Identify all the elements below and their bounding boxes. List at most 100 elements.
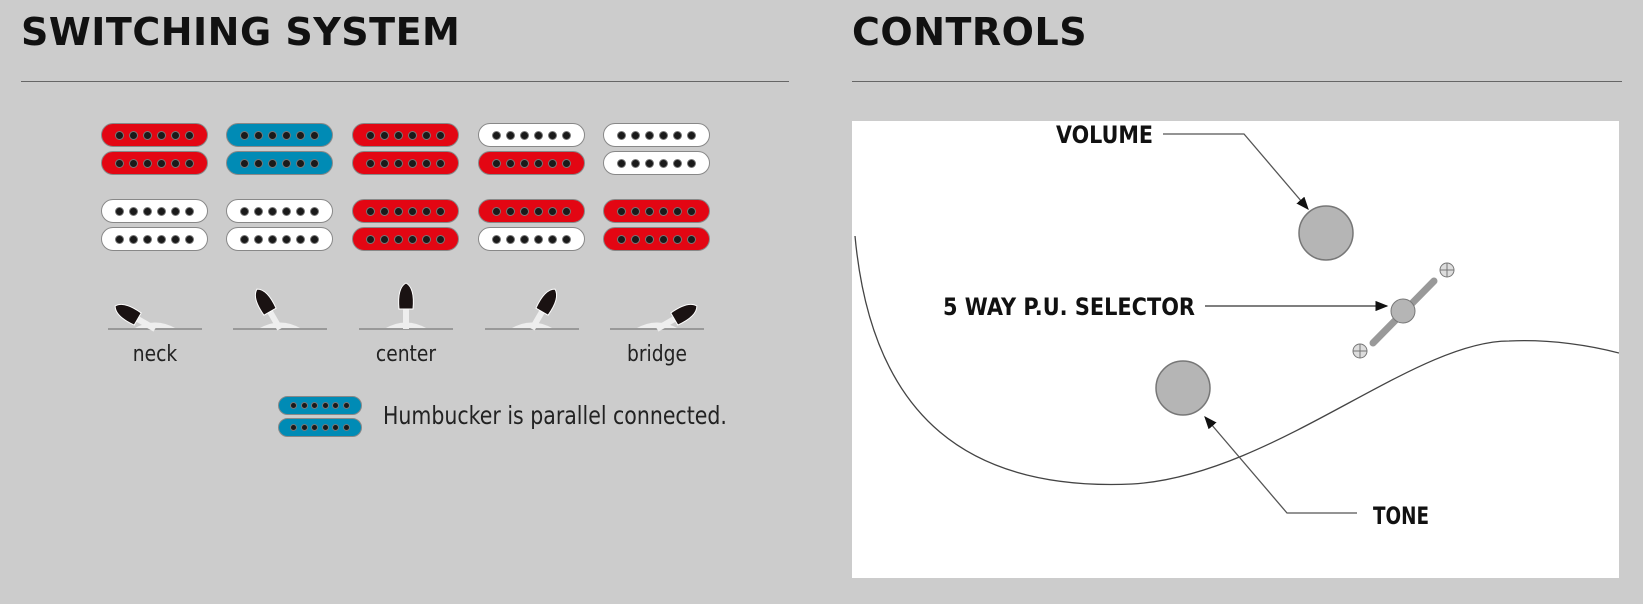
- pole-piece: [254, 130, 263, 140]
- pole-piece: [129, 158, 138, 168]
- pole-piece: [282, 158, 291, 168]
- pole-piece: [617, 158, 626, 168]
- pole-piece: [129, 130, 138, 140]
- pole-piece: [408, 158, 417, 168]
- pole-piece: [296, 234, 305, 244]
- coil: [478, 199, 585, 223]
- pole-piece: [311, 402, 319, 409]
- pole-piece: [240, 130, 249, 140]
- pole-piece: [673, 130, 682, 140]
- pole-piece: [673, 158, 682, 168]
- pole-piece: [673, 234, 682, 244]
- pole-piece: [631, 130, 640, 140]
- coil: [603, 151, 710, 175]
- pole-piece: [254, 158, 263, 168]
- pole-piece: [290, 424, 298, 431]
- pole-piece: [506, 130, 515, 140]
- pole-piece: [617, 206, 626, 216]
- coil: [478, 227, 585, 251]
- pole-piece: [115, 158, 124, 168]
- pole-piece: [366, 158, 375, 168]
- position-label: bridge: [626, 342, 688, 367]
- pole-piece: [506, 206, 515, 216]
- pole-piece: [157, 130, 166, 140]
- pole-piece: [520, 234, 529, 244]
- pole-piece: [436, 130, 445, 140]
- pole-piece: [548, 158, 557, 168]
- pole-piece: [366, 206, 375, 216]
- pole-piece: [129, 234, 138, 244]
- pole-piece: [342, 424, 350, 431]
- pole-piece: [562, 130, 571, 140]
- pole-piece: [394, 130, 403, 140]
- neck-pickup: [603, 123, 710, 177]
- pole-piece: [254, 206, 263, 216]
- pole-piece: [631, 206, 640, 216]
- pole-piece: [548, 234, 557, 244]
- screw-icon: [1352, 343, 1368, 359]
- coil: [352, 199, 459, 223]
- neck-pickup: [226, 123, 333, 177]
- pole-piece: [157, 158, 166, 168]
- coil: [478, 123, 585, 147]
- pole-piece: [171, 234, 180, 244]
- coil: [226, 227, 333, 251]
- pole-piece: [157, 206, 166, 216]
- pole-piece: [548, 206, 557, 216]
- pole-piece: [506, 158, 515, 168]
- pole-piece: [520, 158, 529, 168]
- pole-piece: [380, 130, 389, 140]
- switching-system-heading: SWITCHING SYSTEM: [21, 10, 461, 54]
- pole-piece: [268, 130, 277, 140]
- pole-piece: [185, 234, 194, 244]
- pole-piece: [422, 130, 431, 140]
- neck-pickup: [352, 123, 459, 177]
- pole-piece: [282, 130, 291, 140]
- pole-piece: [659, 158, 668, 168]
- pole-piece: [562, 206, 571, 216]
- bridge-pickup: [226, 199, 333, 253]
- toggle-switch-icon: [230, 282, 330, 332]
- pole-piece: [380, 206, 389, 216]
- pole-piece: [408, 234, 417, 244]
- bridge-pickup: [352, 199, 459, 253]
- pole-piece: [143, 206, 152, 216]
- coil: [352, 227, 459, 251]
- pole-piece: [143, 234, 152, 244]
- pole-piece: [436, 206, 445, 216]
- pole-piece: [492, 158, 501, 168]
- pole-piece: [300, 402, 308, 409]
- pole-piece: [687, 206, 696, 216]
- pole-piece: [492, 130, 501, 140]
- pole-piece: [645, 158, 654, 168]
- volume-label: VOLUME: [1056, 121, 1153, 149]
- pole-piece: [687, 234, 696, 244]
- bridge-pickup: [478, 199, 585, 253]
- coil: [226, 151, 333, 175]
- legend-pickup-icon: [278, 396, 362, 438]
- toggle-switch-icon: [482, 282, 582, 332]
- pole-piece: [659, 234, 668, 244]
- pole-piece: [143, 130, 152, 140]
- pole-piece: [520, 130, 529, 140]
- pole-piece: [311, 424, 319, 431]
- pole-piece: [492, 206, 501, 216]
- pole-piece: [506, 234, 515, 244]
- selector-label: 5 WAY P.U. SELECTOR: [943, 293, 1195, 321]
- pole-piece: [366, 130, 375, 140]
- pole-piece: [687, 158, 696, 168]
- pole-piece: [185, 206, 194, 216]
- pole-piece: [380, 158, 389, 168]
- toggle-switch-icon: [607, 282, 707, 332]
- bridge-pickup: [603, 199, 710, 253]
- pole-piece: [296, 206, 305, 216]
- pole-piece: [296, 158, 305, 168]
- pole-piece: [115, 234, 124, 244]
- volume-leader: [1163, 133, 1309, 210]
- position-label: neck: [132, 342, 178, 367]
- pole-piece: [171, 130, 180, 140]
- pole-piece: [332, 402, 340, 409]
- coil: [603, 123, 710, 147]
- pole-piece: [254, 234, 263, 244]
- neck-pickup: [478, 123, 585, 177]
